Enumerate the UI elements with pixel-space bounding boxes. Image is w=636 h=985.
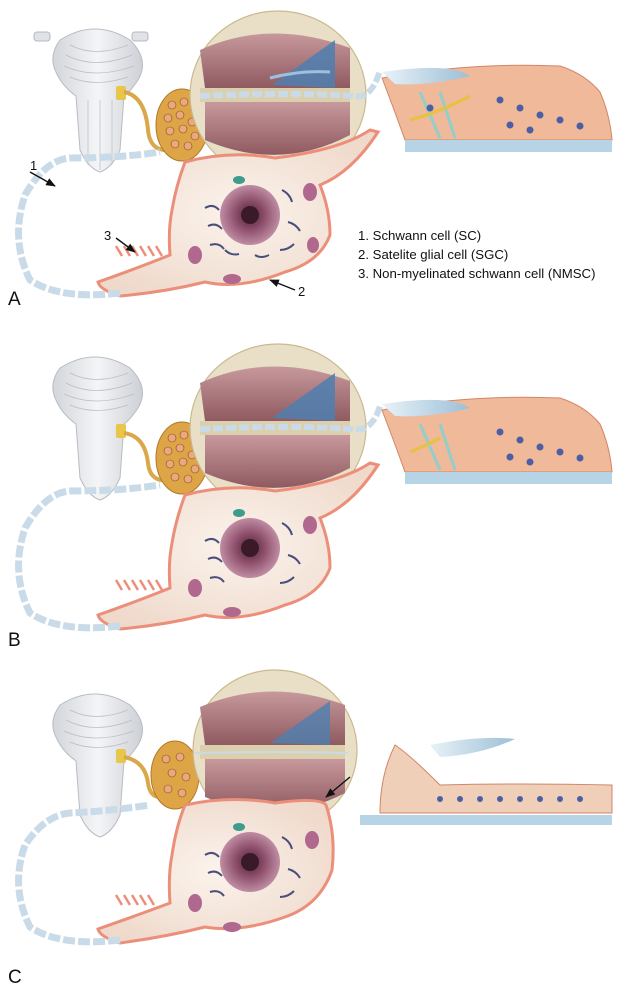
callout-3: 3 [104, 228, 111, 243]
legend: 1. Schwann cell (SC) 2. Satelite glial c… [358, 226, 595, 283]
nmsc-comb [116, 895, 154, 905]
legend-item-sc: 1. Schwann cell (SC) [358, 226, 595, 245]
organ-of-corti [382, 65, 612, 152]
spiral-ganglion-neuron-soma [98, 799, 333, 943]
callout-1: 1 [30, 158, 37, 173]
nmsc-comb [116, 580, 162, 590]
panel-letter-c: C [8, 967, 22, 985]
brainstem-illustration [34, 29, 148, 172]
panel-c: C [8, 670, 612, 985]
legend-item-sgc: 2. Satelite glial cell (SGC) [358, 245, 595, 264]
callout-2: 2 [298, 284, 305, 299]
organ-of-corti [382, 397, 612, 484]
spiral-ganglion [151, 741, 199, 809]
nmsc-comb [116, 246, 162, 256]
panel-letter-b: B [8, 630, 21, 651]
panel-letter-a: A [8, 289, 21, 310]
brainstem-illustration [53, 357, 143, 500]
organ-of-corti-degenerated [360, 738, 612, 825]
legend-item-nmsc: 3. Non-myelinated schwann cell (NMSC) [358, 264, 595, 283]
panel-b: B [8, 344, 612, 651]
